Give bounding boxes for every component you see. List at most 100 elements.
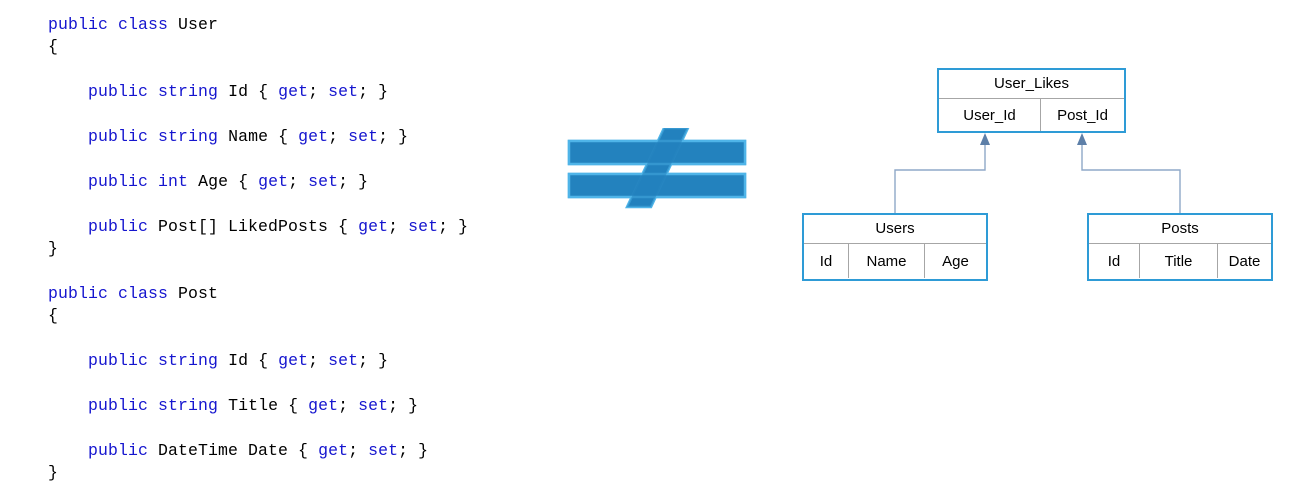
code-keyword: class — [118, 283, 169, 303]
code-text: Post[] LikedPosts { — [148, 216, 359, 236]
code-text — [148, 127, 158, 146]
er-column-id[interactable]: Id — [819, 252, 833, 270]
code-keyword: public — [88, 216, 149, 236]
code-line — [48, 328, 568, 350]
er-column-user-id[interactable]: User_Id — [963, 106, 1016, 124]
code-text: ; — [308, 351, 329, 370]
code-line: public int Age { get; set; } — [48, 171, 568, 193]
code-line: } — [48, 238, 568, 260]
er-table-posts[interactable]: Posts Id Title Date — [1087, 213, 1273, 281]
er-column-post-id[interactable]: Post_Id — [1040, 99, 1124, 131]
er-table-title: Users — [804, 215, 986, 244]
code-indent — [48, 217, 88, 236]
code-keyword: int — [158, 171, 189, 191]
connector-posts-to-user-likes — [1081, 143, 1181, 213]
code-keyword: public — [88, 127, 149, 146]
code-line — [48, 372, 568, 394]
er-column-title[interactable]: Title — [1139, 244, 1217, 278]
code-line — [48, 260, 568, 282]
er-column-row: User_Id Post_Id — [939, 99, 1124, 131]
er-table-user-likes[interactable]: User_Likes User_Id Post_Id — [937, 68, 1126, 133]
er-table-users[interactable]: Users Id Name Age — [802, 213, 988, 281]
code-text: ; } — [358, 82, 389, 102]
code-indent — [48, 441, 88, 460]
code-text: ; — [308, 82, 329, 102]
code-text: } — [48, 463, 59, 482]
arrowhead-posts-to-user-likes — [1077, 133, 1087, 145]
code-line: } — [48, 462, 568, 484]
code-keyword: set — [368, 440, 399, 460]
code-line — [48, 59, 568, 81]
code-text: ; } — [388, 395, 419, 415]
code-indent — [48, 351, 88, 370]
er-column-date[interactable]: Date — [1217, 244, 1271, 278]
code-keyword: string — [158, 127, 219, 146]
er-connector-lines — [894, 133, 1181, 213]
code-line: public DateTime Date { get; set; } — [48, 440, 568, 462]
connector-users-to-user-likes — [894, 143, 986, 213]
code-indent — [48, 127, 88, 146]
code-keyword: public — [88, 351, 149, 370]
code-keyword: get — [278, 351, 309, 370]
code-text — [108, 15, 118, 34]
code-text: DateTime Date { — [148, 440, 319, 460]
code-text: Post — [168, 283, 219, 303]
code-keyword: public — [88, 82, 149, 102]
code-keyword: set — [328, 82, 359, 102]
er-diagram: User_Likes User_Id Post_Id Users Id Name… — [780, 50, 1296, 300]
code-keyword: get — [298, 127, 329, 146]
code-keyword: get — [308, 395, 339, 415]
code-text: Age { — [188, 171, 259, 191]
code-indent — [48, 82, 88, 101]
code-keyword: public — [48, 15, 109, 34]
er-column-row: Id Title Date — [1089, 244, 1271, 278]
code-line: public string Id { get; set; } — [48, 350, 568, 372]
code-keyword: set — [308, 171, 339, 191]
code-keyword: public — [88, 440, 149, 460]
code-keyword: public — [88, 171, 149, 191]
code-keyword: set — [408, 216, 439, 236]
code-text — [148, 82, 158, 101]
code-text: ; — [388, 216, 409, 236]
er-column-name[interactable]: Name — [848, 244, 924, 278]
code-keyword: public — [48, 283, 109, 303]
code-text — [148, 351, 158, 370]
arrowhead-users-to-user-likes — [980, 133, 990, 145]
not-equal-icon — [567, 126, 747, 209]
code-keyword: set — [348, 127, 379, 146]
code-text: ; — [338, 395, 359, 415]
code-text: } — [48, 239, 59, 258]
er-table-title: Posts — [1089, 215, 1271, 244]
er-column-id[interactable]: Id — [1107, 252, 1121, 270]
code-line: public class Post — [48, 283, 568, 305]
code-line — [48, 193, 568, 215]
code-keyword: string — [158, 82, 219, 102]
code-line: public string Id { get; set; } — [48, 81, 568, 103]
code-text: Name { — [218, 127, 299, 146]
er-column-age[interactable]: Age — [924, 244, 986, 278]
code-text: Title { — [218, 395, 309, 415]
code-line: public string Name { get; set; } — [48, 126, 568, 148]
code-text: ; — [288, 171, 309, 191]
code-text — [148, 396, 158, 415]
code-line: public string Title { get; set; } — [48, 395, 568, 417]
er-column-row: Id Name Age — [804, 244, 986, 278]
code-text: ; — [348, 440, 369, 460]
code-line: { — [48, 305, 568, 327]
code-line — [48, 148, 568, 170]
code-keyword: public — [88, 395, 149, 415]
code-text: ; — [328, 127, 349, 146]
code-line — [48, 417, 568, 439]
code-text: Id { — [218, 82, 279, 102]
code-text — [108, 284, 118, 303]
code-keyword: set — [328, 351, 359, 370]
code-keyword: get — [358, 216, 389, 236]
code-text: ; } — [438, 216, 469, 236]
code-text: ; } — [378, 127, 409, 146]
code-line — [48, 104, 568, 126]
code-indent — [48, 172, 88, 191]
code-text: { — [48, 306, 59, 326]
code-keyword: string — [158, 395, 219, 415]
code-keyword: string — [158, 351, 219, 370]
code-keyword: class — [118, 15, 169, 34]
